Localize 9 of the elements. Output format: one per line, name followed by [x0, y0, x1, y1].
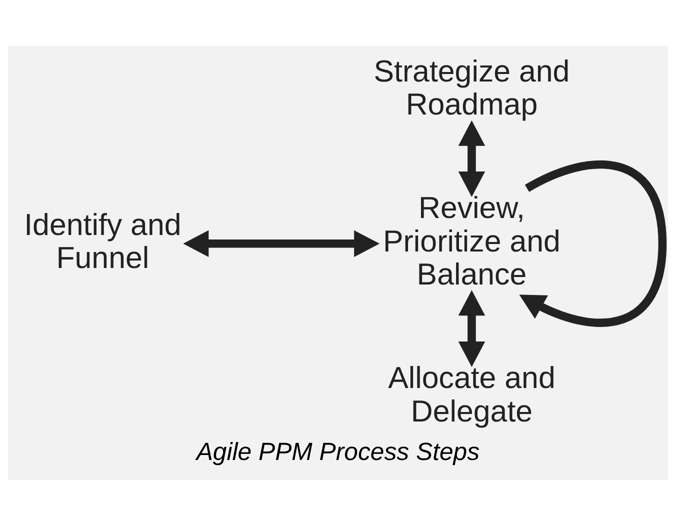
node-text: Strategize and Roadmap	[374, 54, 570, 122]
node-text: Identify and Funnel	[24, 207, 182, 274]
node-text: Review, Prioritize and Balance	[383, 190, 560, 292]
arrow	[458, 290, 486, 367]
arrow	[458, 120, 486, 196]
node-text: Allocate and Delegate	[388, 360, 556, 428]
arrow	[519, 160, 667, 326]
arrow	[183, 230, 380, 257]
caption: Agile PPM Process Steps	[196, 437, 480, 466]
